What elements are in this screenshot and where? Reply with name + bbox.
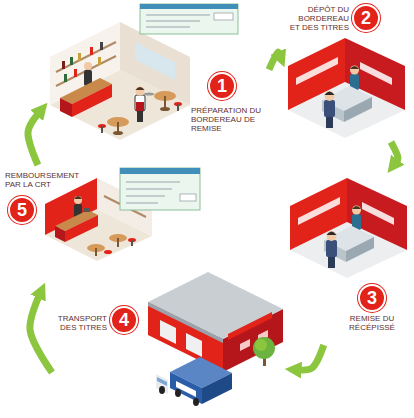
depot-scene — [240, 339, 250, 351]
bar-scene — [117, 122, 119, 132]
bar-scene — [64, 74, 67, 82]
cheque — [146, 27, 190, 28]
depot-scene — [186, 333, 202, 357]
bar-scene — [100, 42, 103, 50]
step-label: REMISE DU RÉCÉPISSÉ — [340, 314, 404, 332]
refund-bar-scene — [65, 215, 98, 242]
bar-scene — [50, 22, 190, 140]
depot-scene — [156, 374, 168, 394]
refund-bar-scene — [74, 196, 82, 204]
refund-bar-scene — [95, 248, 97, 256]
bar-scene — [136, 87, 145, 96]
step-number: 4 — [110, 306, 138, 334]
step-label: DÉPÔT DU BORDEREAU ET DES TITRES — [288, 5, 349, 32]
depot-scene — [148, 302, 223, 343]
depot-scene — [255, 339, 267, 351]
refund-bar-scene — [131, 240, 133, 246]
refund-bar-scene — [74, 196, 82, 199]
cheque — [180, 194, 196, 201]
bar-scene — [144, 93, 154, 96]
cheque — [126, 196, 165, 197]
flow-arrow — [300, 345, 324, 370]
process-step: 2DÉPÔT DU BORDEREAU ET DES TITRES — [288, 2, 410, 142]
depot-scene — [157, 377, 167, 386]
bar-scene — [137, 110, 143, 122]
process-step: 3REMISE DU RÉCÉPISSÉ — [295, 175, 410, 345]
depot-scene — [176, 381, 196, 397]
cheque — [140, 4, 238, 34]
flow-arrow — [28, 114, 38, 165]
bar-scene — [135, 42, 175, 80]
cheque — [126, 203, 158, 204]
bar-scene — [98, 57, 101, 65]
cheque — [120, 168, 200, 174]
bar-scene — [72, 84, 112, 117]
step-number: 1 — [208, 72, 236, 100]
bar-scene — [160, 107, 170, 111]
refund-bar-scene — [117, 238, 119, 247]
cheque — [146, 21, 200, 22]
refund-bar-scene — [104, 250, 112, 254]
cheque — [120, 168, 200, 210]
cheque — [126, 189, 172, 190]
bar-scene — [90, 47, 93, 55]
bar-scene — [62, 61, 65, 69]
cheque — [140, 4, 238, 9]
bar-scene — [101, 126, 103, 133]
process-step: 4TRANSPORT DES TITRES — [52, 285, 285, 410]
bar-scene — [74, 69, 77, 77]
receipt-counter-scene — [290, 178, 407, 278]
depot-scene — [253, 337, 275, 359]
process-step: 1PRÉPARATION DU BORDEREAU DE REMISE — [45, 8, 269, 145]
bar-scene — [164, 96, 166, 108]
depot-scene — [202, 373, 232, 404]
bar-scene — [56, 42, 116, 72]
process-step: 5 REMBOURSEMENT PAR LA CRT — [2, 165, 205, 282]
bar-scene — [113, 131, 123, 135]
bar-scene — [136, 87, 145, 90]
refund-bar-scene — [84, 208, 90, 212]
bar-scene — [60, 98, 72, 117]
depot-scene — [175, 389, 181, 397]
bar-scene — [78, 53, 81, 61]
depot-scene — [148, 272, 283, 406]
deposit-counter-scene — [288, 38, 405, 138]
depot-scene — [160, 320, 176, 344]
step-label: REMBOURSEMENT PAR LA CRT — [5, 171, 95, 189]
flow-arrow — [30, 297, 52, 373]
bar-scene — [136, 102, 144, 111]
bar-scene — [70, 57, 73, 65]
flow-arrow — [391, 142, 398, 161]
cheque — [146, 15, 210, 16]
depot-scene — [159, 386, 165, 394]
step-number: 3 — [358, 284, 386, 312]
cheque — [120, 168, 200, 210]
cheque — [214, 13, 233, 20]
depot-scene — [193, 398, 199, 406]
cheque — [126, 182, 180, 183]
bar-scene — [177, 104, 179, 111]
cheque — [140, 4, 238, 34]
step-label: TRANSPORT DES TITRES — [52, 314, 107, 332]
bar-scene — [84, 62, 92, 70]
bar-scene — [135, 95, 145, 111]
step-number: 2 — [352, 4, 380, 32]
step-label: PRÉPARATION DU BORDEREAU DE REMISE — [191, 106, 267, 133]
flow-arrow — [269, 52, 279, 70]
refund-bar-scene — [55, 226, 65, 242]
step-number: 5 — [8, 196, 36, 224]
